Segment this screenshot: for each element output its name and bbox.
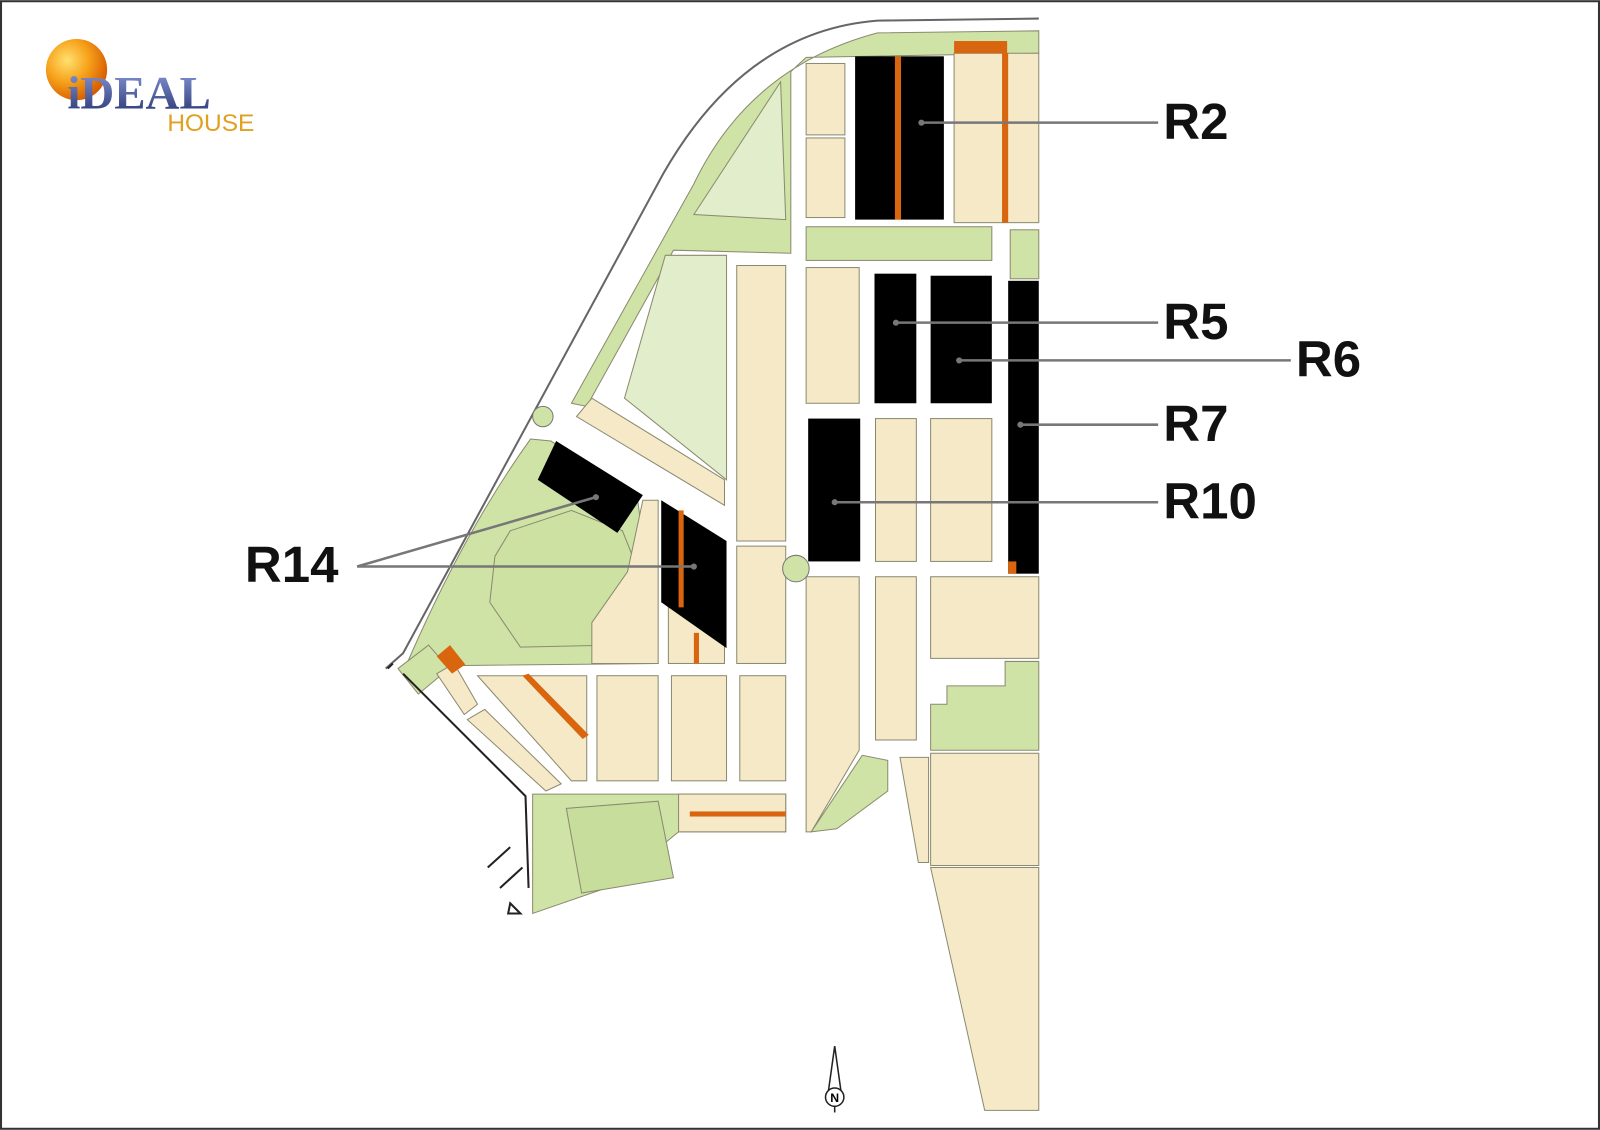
orange-features	[436, 41, 1017, 817]
roundabout-central	[782, 554, 810, 583]
north-arrow-icon: N	[824, 1046, 845, 1113]
outer-road-edge	[385, 17, 1039, 670]
block	[875, 576, 917, 741]
plot-r5[interactable]	[874, 273, 917, 404]
label-r10: R10	[1163, 473, 1257, 530]
block	[670, 675, 728, 782]
orange-strip	[894, 56, 902, 220]
block	[929, 867, 1040, 1111]
orange-strip	[1008, 561, 1017, 574]
logo-brand: iDEAL	[67, 67, 210, 119]
green-east	[930, 660, 1040, 751]
plot-r14-b[interactable]	[661, 500, 727, 649]
plot-r10[interactable]	[808, 418, 861, 562]
block	[805, 62, 846, 136]
block	[805, 267, 860, 404]
logo-sun-icon	[45, 38, 108, 101]
leader-dot	[1017, 421, 1024, 428]
plot-r6[interactable]	[930, 275, 992, 404]
block	[736, 545, 787, 664]
block	[930, 418, 993, 562]
label-r14: R14	[245, 536, 339, 593]
green-plaza	[565, 800, 675, 894]
label-r6: R6	[1296, 331, 1361, 388]
label-r5: R5	[1163, 293, 1228, 350]
label-r7: R7	[1163, 395, 1228, 452]
leader-dot	[592, 494, 599, 501]
block	[875, 418, 917, 562]
block	[930, 752, 1040, 867]
block	[805, 576, 860, 833]
green-belt-north	[570, 30, 1040, 407]
light-green-north	[692, 80, 787, 221]
leader-dot	[956, 357, 963, 364]
plot-leaders	[356, 119, 1291, 570]
block	[476, 675, 588, 782]
leader-dot	[690, 563, 697, 570]
orange-strip	[689, 811, 786, 817]
green-triangle	[810, 754, 889, 833]
block	[596, 675, 659, 782]
logo-sub: HOUSE	[167, 110, 254, 137]
label-r2: R2	[1163, 93, 1228, 150]
ideal-house-logo: iDEAL HOUSE	[45, 38, 254, 137]
block	[591, 499, 659, 664]
block	[575, 397, 725, 507]
block	[739, 675, 787, 782]
block	[899, 756, 930, 863]
green-strip-east	[1009, 229, 1040, 280]
block	[736, 265, 787, 542]
block	[805, 137, 846, 219]
orange-strip	[522, 673, 589, 739]
plot-r7[interactable]	[1008, 280, 1039, 574]
leader-dot	[918, 119, 925, 126]
street-edge	[387, 662, 530, 915]
north-label: N	[830, 1091, 839, 1105]
green-strip	[805, 226, 993, 261]
orange-strip	[693, 632, 699, 664]
block	[953, 52, 1040, 224]
light-green-areas	[623, 80, 787, 481]
leader-dot	[831, 499, 838, 506]
orange-strip	[954, 41, 1008, 54]
leader-dot	[892, 319, 899, 326]
orange-strip	[1002, 53, 1009, 223]
leader-r14-a	[356, 495, 597, 568]
block	[930, 576, 1040, 659]
light-green-park	[623, 254, 728, 481]
orange-strip	[436, 645, 466, 674]
plot-r14-a[interactable]	[537, 441, 643, 533]
block	[466, 708, 563, 792]
roundabout-north	[532, 405, 554, 428]
orange-strip	[678, 510, 684, 608]
residential-blocks	[436, 52, 1040, 1111]
